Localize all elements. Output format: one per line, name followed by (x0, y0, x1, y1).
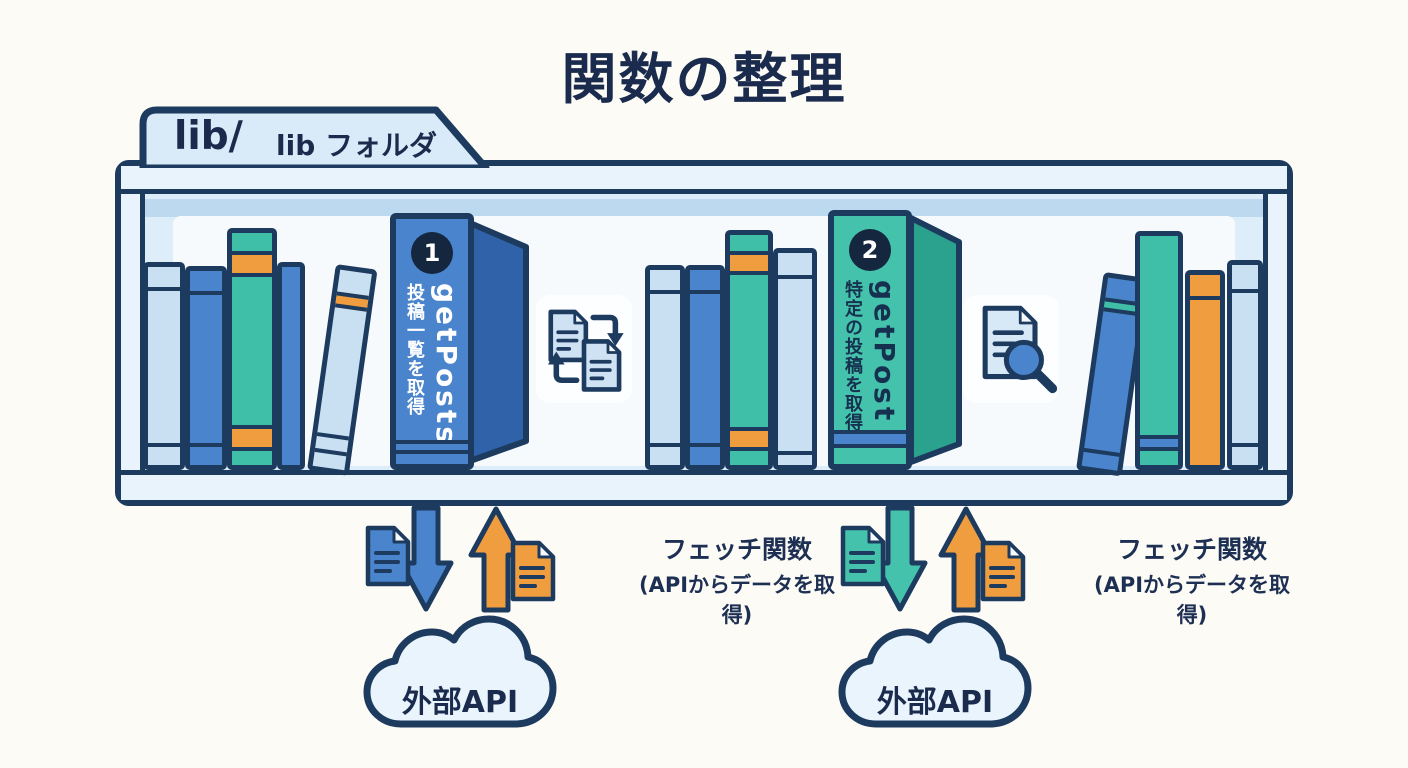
book (773, 248, 817, 470)
request-document-icon (365, 525, 411, 587)
getposts-book: 1 getPosts 投稿一覧を取得 (390, 213, 474, 470)
book (185, 266, 227, 470)
function-number-badge: 2 (849, 229, 891, 271)
book (1227, 260, 1263, 470)
download-arrow (872, 505, 928, 612)
document-search-icon (982, 305, 1058, 394)
lib-folder-tab: lib/ lib フォルダ (138, 102, 510, 168)
function-number-badge: 1 (411, 232, 453, 274)
shelf-back-band (121, 199, 1287, 217)
documents-transfer-icon (548, 309, 624, 392)
shelf-top-board (121, 166, 1287, 194)
shelf-bottom-board (121, 470, 1287, 500)
download-arrow (398, 505, 454, 612)
response-document-icon (980, 540, 1026, 602)
function-name: getPosts (430, 283, 463, 446)
book (685, 265, 725, 470)
book (1135, 231, 1183, 470)
function-description: 投稿一覧を取得 (404, 283, 425, 416)
getpost-book-side (908, 215, 962, 465)
book (227, 228, 277, 470)
request-document-icon (840, 525, 886, 587)
cloud-icon (838, 615, 1032, 728)
folder-label: lib フォルダ (276, 129, 437, 162)
book (277, 262, 305, 470)
folder-tab-shape (139, 106, 490, 168)
shelf-right-wall (1263, 194, 1287, 470)
getpost-book: 2 getPost 特定の投稿を取得 (828, 210, 912, 470)
response-document-icon (510, 540, 556, 602)
function-description: 特定の投稿を取得 (842, 280, 863, 432)
book (143, 262, 185, 470)
cloud-label: 外部API (401, 685, 519, 720)
page-title: 関数の整理 (561, 47, 847, 111)
book (725, 230, 773, 470)
getposts-book-side (467, 220, 529, 464)
shelf-left-wall (121, 194, 145, 470)
bookshelf: 1 getPosts 投稿一覧を取得 (115, 160, 1293, 506)
documents-transfer-card (536, 295, 632, 403)
folder-name: lib/ (174, 114, 243, 159)
fetch-caption: フェッチ関数 (APIからデータを取得) (1093, 535, 1291, 627)
fetch-caption: フェッチ関数 (APIからデータを取得) (638, 535, 836, 627)
function-name: getPost (868, 280, 901, 424)
external-api-cloud: 外部API (830, 615, 1040, 740)
document-search-card (963, 295, 1059, 403)
book (645, 265, 685, 470)
cloud-icon (363, 615, 557, 728)
external-api-cloud: 外部API (355, 615, 565, 740)
cloud-label: 外部API (876, 685, 994, 720)
book (1185, 270, 1225, 470)
